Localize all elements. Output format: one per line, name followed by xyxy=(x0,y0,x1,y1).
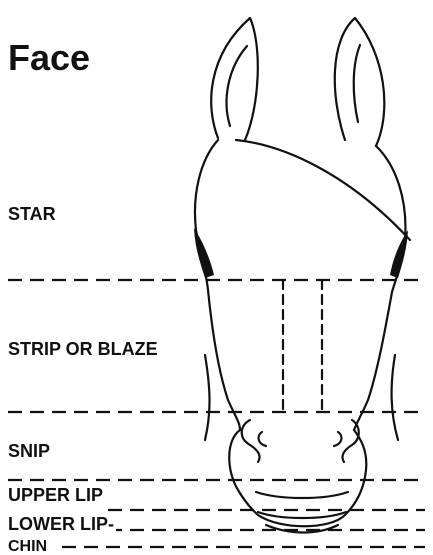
right-cheek xyxy=(392,355,398,440)
left-ear-inner xyxy=(227,46,247,126)
right-ear xyxy=(335,18,385,146)
left-nostril-2 xyxy=(259,432,266,446)
label-chin: CHIN xyxy=(8,539,49,555)
left-cheek xyxy=(205,355,210,440)
label-upper-lip: UPPER LIP xyxy=(8,486,105,504)
right-nostril-2 xyxy=(334,432,341,446)
diagram-title: Face xyxy=(8,40,90,76)
head-right-outline xyxy=(354,146,405,430)
right-eye xyxy=(390,230,408,278)
left-eye xyxy=(194,228,214,278)
label-lower-lip: LOWER LIP- xyxy=(8,515,116,533)
right-ear-inner xyxy=(354,45,360,122)
head-left-outline xyxy=(195,140,240,430)
label-snip: SNIP xyxy=(8,442,50,460)
lower-lip xyxy=(258,512,346,518)
label-strip-or-blaze: STRIP OR BLAZE xyxy=(8,340,160,358)
upper-lip xyxy=(256,492,348,498)
left-ear xyxy=(211,18,258,140)
label-star: STAR xyxy=(8,205,56,223)
left-nostril xyxy=(242,420,260,462)
